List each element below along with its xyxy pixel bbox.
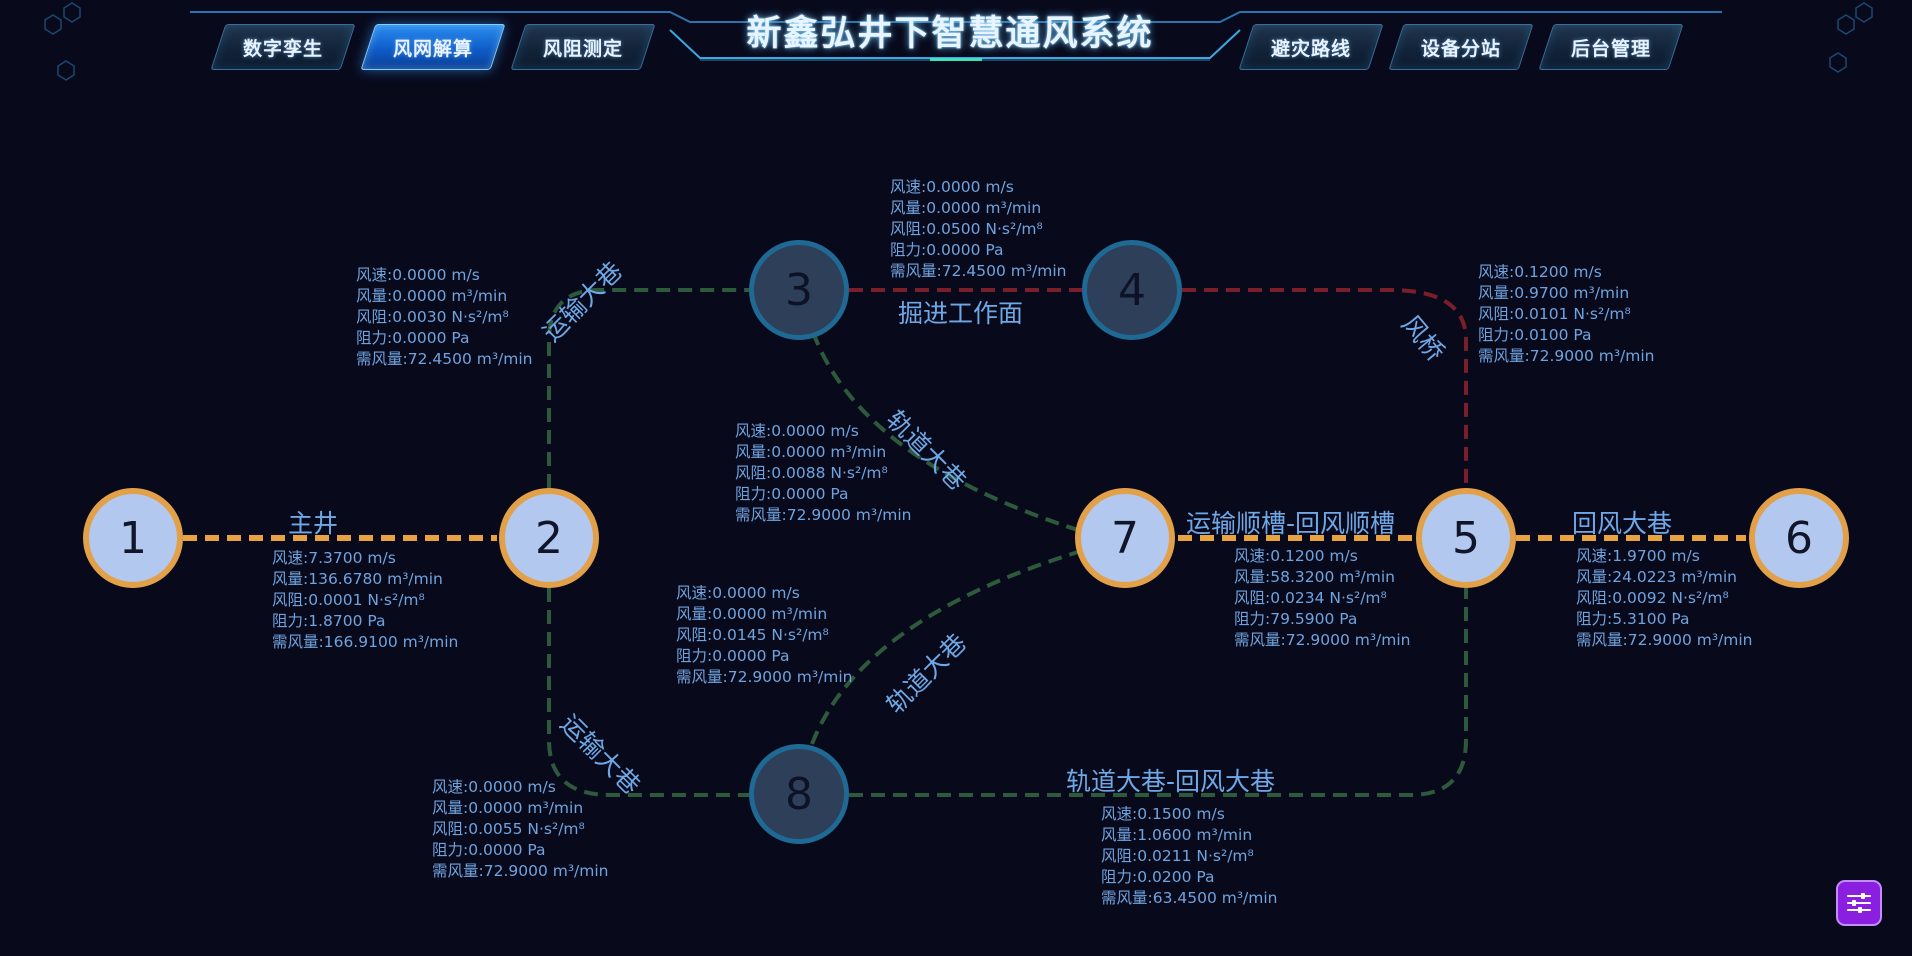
nav-resistance-measure-button[interactable]: 风阻测定 [510, 24, 656, 70]
settings-button[interactable] [1836, 880, 1882, 926]
edge-transport-lower [547, 588, 749, 797]
nav-digital-twin-button[interactable]: 数字孪生 [210, 24, 356, 70]
edge-track-lower [810, 550, 1079, 745]
node-7[interactable]: 7 [1075, 488, 1175, 588]
nav-network-calc-button[interactable]: 风网解算 [360, 24, 506, 70]
nav-admin-button[interactable]: 后台管理 [1538, 24, 1684, 70]
edge-air-bridge [1182, 288, 1468, 488]
edge-label-main-shaft: 主井 [288, 509, 339, 538]
node-4[interactable]: 4 [1082, 240, 1182, 340]
node-2[interactable]: 2 [499, 488, 599, 588]
node-5[interactable]: 5 [1416, 488, 1516, 588]
node-6[interactable]: 6 [1749, 488, 1849, 588]
sliders-icon [1847, 893, 1871, 913]
edge-label-return-main: 回风大巷 [1572, 509, 1673, 538]
header-frame [44, 2, 1873, 81]
edge-label-track-return: 轨道大巷-回风大巷 [1066, 767, 1276, 796]
edge-track-return [849, 588, 1468, 797]
node-8[interactable]: 8 [749, 744, 849, 844]
nav-device-substation-button[interactable]: 设备分站 [1388, 24, 1534, 70]
node-1[interactable]: 1 [83, 488, 183, 588]
edge-label-transport-return: 运输顺槽-回风顺槽 [1186, 509, 1396, 538]
nav-escape-route-button[interactable]: 避灾路线 [1238, 24, 1384, 70]
node-3[interactable]: 3 [749, 240, 849, 340]
edge-transport-upper [547, 288, 749, 488]
app-title: 新鑫弘井下智慧通风系统 [746, 14, 1154, 54]
edge-label-tunnel-face: 掘进工作面 [898, 299, 1024, 328]
